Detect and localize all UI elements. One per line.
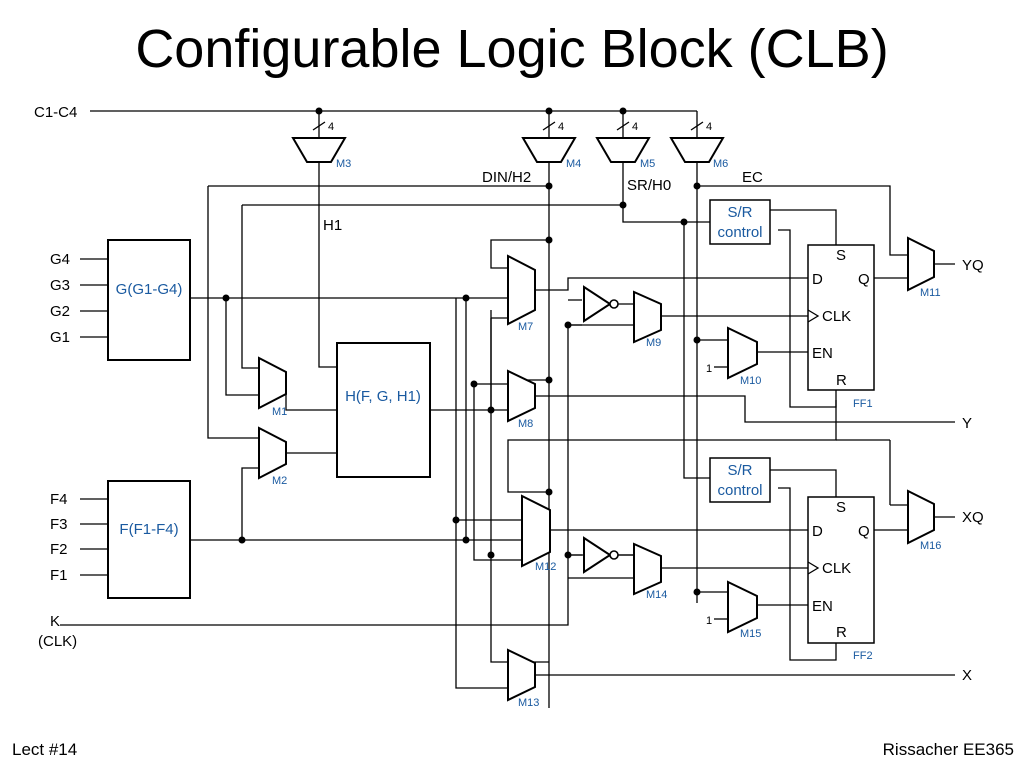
mux-m4: M4 — [521, 137, 581, 170]
svg-text:R: R — [836, 372, 847, 389]
footer-author: Rissacher EE365 — [882, 740, 1014, 759]
svg-text:G(G1-G4): G(G1-G4) — [116, 281, 183, 298]
svg-text:1: 1 — [706, 615, 712, 627]
svg-text:M6: M6 — [713, 158, 728, 170]
f-function-block: F(F1-F4) — [107, 480, 191, 599]
svg-text:1: 1 — [706, 363, 712, 375]
footer-lecture: Lect #14 — [12, 740, 78, 759]
svg-text:X: X — [962, 667, 972, 684]
inverter-bottom-icon — [583, 536, 619, 574]
svg-text:DIN/H2: DIN/H2 — [482, 169, 531, 186]
mux-m13: M13 — [507, 648, 539, 709]
inverter-top-icon — [583, 285, 619, 323]
mux-m12: M12 — [521, 494, 556, 573]
svg-text:(CLK): (CLK) — [38, 633, 77, 650]
svg-text:D: D — [812, 523, 823, 540]
svg-text:control: control — [717, 224, 762, 241]
svg-text:M9: M9 — [646, 337, 661, 349]
svg-text:M11: M11 — [920, 287, 941, 299]
svg-text:M5: M5 — [640, 158, 655, 170]
svg-text:4: 4 — [558, 121, 564, 133]
flipflop-ff1: S D Q CLK EN R FF1 — [807, 244, 875, 410]
h-function-block: H(F, G, H1) — [336, 342, 431, 478]
svg-text:Y: Y — [962, 415, 972, 432]
svg-text:4: 4 — [706, 121, 712, 133]
mux-m1: M1 — [258, 356, 287, 418]
svg-text:K: K — [50, 613, 60, 630]
svg-text:H1: H1 — [323, 217, 342, 234]
svg-text:EC: EC — [742, 169, 763, 186]
svg-text:M1: M1 — [272, 406, 287, 418]
svg-text:YQ: YQ — [962, 257, 984, 274]
mux-m10: M10 1 — [706, 326, 761, 387]
junction-dots — [222, 107, 701, 596]
svg-text:S/R: S/R — [727, 462, 752, 479]
svg-text:M4: M4 — [566, 158, 581, 170]
svg-text:FF2: FF2 — [853, 650, 873, 662]
svg-text:F(F1-F4): F(F1-F4) — [119, 521, 178, 538]
svg-text:control: control — [717, 482, 762, 499]
sr-control-2: S/R control — [709, 457, 771, 503]
svg-text:EN: EN — [812, 345, 833, 362]
svg-text:G3: G3 — [50, 277, 70, 294]
svg-text:XQ: XQ — [962, 509, 984, 526]
svg-text:M16: M16 — [920, 540, 941, 552]
svg-text:F2: F2 — [50, 541, 68, 558]
mux-m2: M2 — [258, 426, 287, 487]
svg-text:FF1: FF1 — [853, 398, 873, 410]
mux-m8: M8 — [507, 369, 536, 430]
svg-text:M8: M8 — [518, 418, 533, 430]
svg-text:CLK: CLK — [822, 308, 851, 325]
svg-text:G2: G2 — [50, 303, 70, 320]
mux-m9: M9 — [633, 290, 662, 349]
output-labels: YQ Y XQ X — [962, 257, 984, 684]
svg-text:CLK: CLK — [822, 560, 851, 577]
mux-m14: M14 — [633, 542, 667, 601]
svg-text:4: 4 — [632, 121, 638, 133]
svg-text:S: S — [836, 247, 846, 264]
svg-text:4: 4 — [328, 121, 334, 133]
slide-title: Configurable Logic Block (CLB) — [135, 19, 889, 79]
svg-text:S/R: S/R — [727, 204, 752, 221]
mux-m6: M6 — [669, 137, 728, 170]
mux-m11: M11 — [907, 236, 941, 299]
svg-text:M13: M13 — [518, 697, 539, 709]
svg-text:C1-C4: C1-C4 — [34, 104, 77, 121]
svg-text:M12: M12 — [535, 561, 556, 573]
input-labels: C1-C4 G4 G3 G2 G1 F4 F3 F2 F1 K (CLK) 4 … — [34, 104, 712, 650]
svg-text:EN: EN — [812, 598, 833, 615]
mux-m16: M16 — [907, 489, 941, 552]
svg-text:Q: Q — [858, 271, 870, 288]
svg-text:D: D — [812, 271, 823, 288]
svg-text:S: S — [836, 499, 846, 516]
flipflop-ff2: S D Q CLK EN R FF2 — [807, 496, 875, 662]
svg-text:SR/H0: SR/H0 — [627, 177, 671, 194]
svg-text:F1: F1 — [50, 567, 68, 584]
svg-text:M7: M7 — [518, 321, 533, 333]
svg-text:G4: G4 — [50, 251, 70, 268]
svg-text:Q: Q — [858, 523, 870, 540]
svg-text:R: R — [836, 624, 847, 641]
mux-m7: M7 — [507, 254, 536, 333]
mux-m5: M5 — [595, 137, 655, 170]
svg-text:G1: G1 — [50, 329, 70, 346]
g-function-block: G(G1-G4) — [107, 239, 191, 361]
svg-text:F3: F3 — [50, 516, 68, 533]
svg-text:M14: M14 — [646, 589, 667, 601]
sr-control-1: S/R control — [709, 199, 771, 245]
svg-text:M10: M10 — [740, 375, 761, 387]
mux-m3: M3 — [291, 137, 351, 170]
svg-text:M3: M3 — [336, 158, 351, 170]
mux-m15: M15 1 — [706, 580, 761, 640]
svg-text:F4: F4 — [50, 491, 68, 508]
svg-text:M15: M15 — [740, 628, 761, 640]
svg-text:M2: M2 — [272, 475, 287, 487]
svg-text:H(F, G, H1): H(F, G, H1) — [345, 388, 421, 405]
signal-labels: DIN/H2 SR/H0 EC H1 — [323, 169, 763, 234]
